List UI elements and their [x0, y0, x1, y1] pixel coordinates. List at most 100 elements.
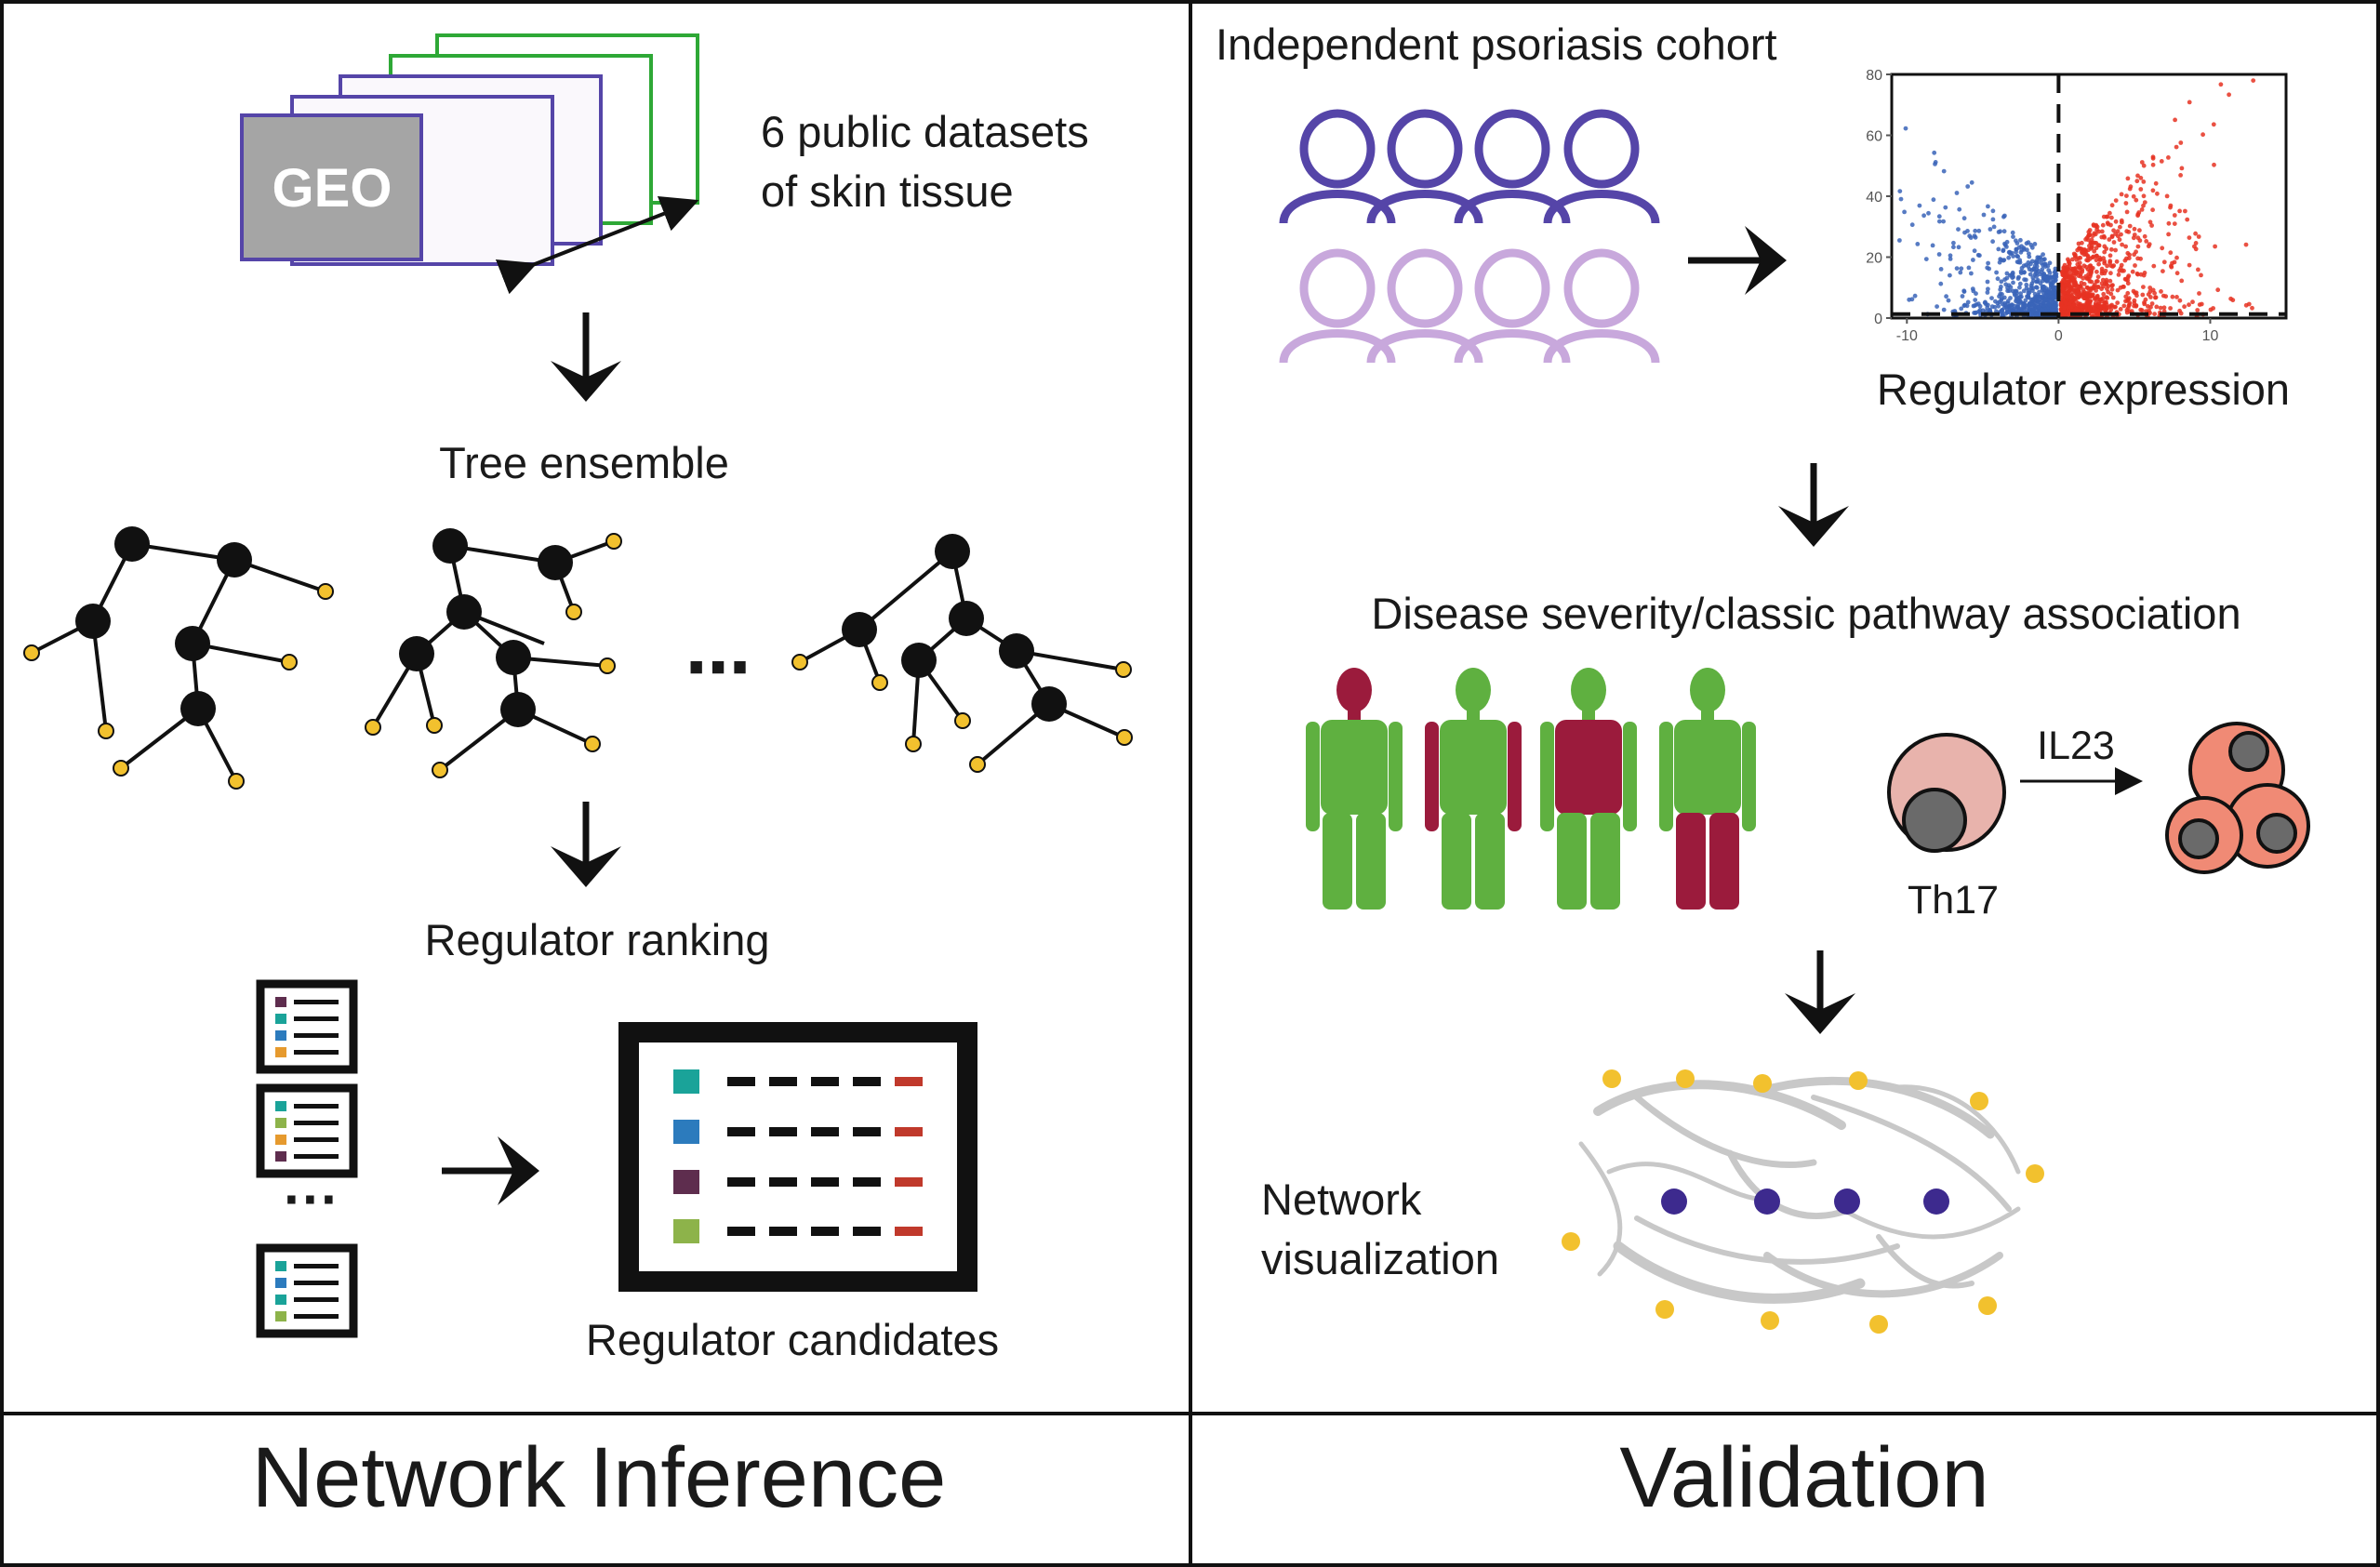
scatter-point [1989, 296, 1994, 300]
scatter-point [1976, 228, 1982, 233]
scatter-point [2064, 310, 2069, 315]
scatter-point [1989, 304, 1995, 310]
scatter-point [2002, 213, 2007, 219]
ranking-list-icon [256, 1243, 358, 1338]
scatter-point [1986, 286, 1990, 292]
person-icon [1543, 109, 1660, 224]
scatter-point [2104, 277, 2109, 283]
scatter-point [2024, 286, 2029, 291]
scatter-point [2174, 255, 2179, 260]
scatter-point [2087, 304, 2093, 310]
scatter-point [1957, 206, 1962, 212]
scatter-point [2141, 163, 2147, 168]
scatter-point [1948, 272, 1952, 278]
scatter-point [2152, 312, 2158, 316]
scatter-point [2141, 272, 2147, 278]
scatter-point [2043, 273, 2049, 279]
scatter-point [2118, 307, 2123, 312]
candidate-row [673, 1170, 923, 1194]
scatter-point [2174, 295, 2179, 299]
scatter-point [2090, 233, 2095, 238]
scatter-point [2000, 292, 2004, 297]
scatter-point [2038, 294, 2043, 299]
scatter-point [1998, 287, 2003, 292]
scatter-point [2115, 300, 2121, 305]
scatter-point [2022, 305, 2028, 311]
network-graph-icon [1562, 1069, 2044, 1334]
candidate-row [673, 1120, 923, 1144]
scatter-point [2185, 217, 2190, 222]
scatter-point [2123, 294, 2129, 299]
y-tick-label: 20 [1866, 251, 1882, 267]
scatter-point [2121, 303, 2127, 309]
scatter-point [2120, 268, 2125, 273]
scatter-point [1917, 203, 1922, 208]
scatter-point [2113, 247, 2119, 253]
scatter-point [2142, 200, 2147, 206]
scatter-point [1971, 258, 1975, 262]
scatter-point [2062, 299, 2068, 305]
scatter-point [2160, 246, 2165, 251]
scatter-point [2132, 226, 2137, 232]
scatter-point [2119, 262, 2124, 268]
scatter-point [2116, 272, 2121, 277]
scatter-point [2068, 309, 2073, 313]
scatter-point [2039, 307, 2044, 312]
scatter-point [2158, 305, 2163, 311]
scatter-point [2087, 268, 2093, 273]
scatter-point [2251, 78, 2256, 83]
x-tick-label: 10 [2202, 328, 2219, 344]
scatter-point [1933, 162, 1937, 166]
scatter-point [2024, 282, 2029, 287]
person-icon [1543, 248, 1660, 364]
person-icon [1279, 248, 1396, 364]
scatter-point [2084, 285, 2090, 290]
scatter-point [2034, 286, 2040, 290]
scatter-point [2008, 296, 2013, 300]
scatter-point [2124, 193, 2129, 199]
scatter-point [2108, 246, 2114, 252]
th17-label: Th17 [1908, 878, 1999, 923]
network-label-line2: visualization [1261, 1234, 1499, 1283]
scatter-point [2009, 305, 2014, 311]
scatter-point [1932, 150, 1937, 155]
scatter-point [2096, 261, 2102, 267]
scatter-point [2183, 208, 2187, 214]
scatter-point [2114, 259, 2120, 264]
scatter-point [2118, 224, 2122, 230]
scatter-point [2080, 240, 2084, 246]
scatter-point [2193, 241, 2199, 246]
scatter-point [2125, 290, 2131, 296]
scatter-point [1986, 302, 1990, 308]
y-tick-label: 0 [1874, 312, 1882, 327]
scatter-point [1926, 210, 1931, 216]
scatter-point [2045, 288, 2051, 294]
decision-tree-3 [791, 534, 1133, 773]
scatter-point [2124, 229, 2130, 234]
scatter-point [2026, 264, 2031, 269]
scatter-point [1998, 229, 2003, 234]
scatter-point [1956, 227, 1961, 232]
scatter-point [2075, 261, 2081, 267]
scatter-point [1967, 233, 1973, 239]
scatter-point [2001, 295, 2007, 300]
validation-footer: Validation [1619, 1430, 1988, 1525]
scatter-point [2208, 307, 2214, 312]
scatter-point [1969, 179, 1974, 185]
scatter-point [2131, 193, 2136, 199]
scatter-point [2023, 298, 2028, 303]
scatter-point [2178, 140, 2184, 145]
scatter-point [2086, 293, 2092, 298]
scatter-point [2072, 296, 2078, 301]
scatter-point [2135, 244, 2141, 249]
scatter-point [2068, 285, 2074, 290]
scatter-point [1960, 294, 1965, 299]
scatter-point [1974, 310, 1979, 315]
scatter-point [2161, 305, 2167, 311]
scatter-point [2108, 291, 2114, 297]
scatter-point [2030, 288, 2035, 293]
scatter-point [2072, 281, 2077, 286]
scatter-point [2028, 272, 2033, 277]
